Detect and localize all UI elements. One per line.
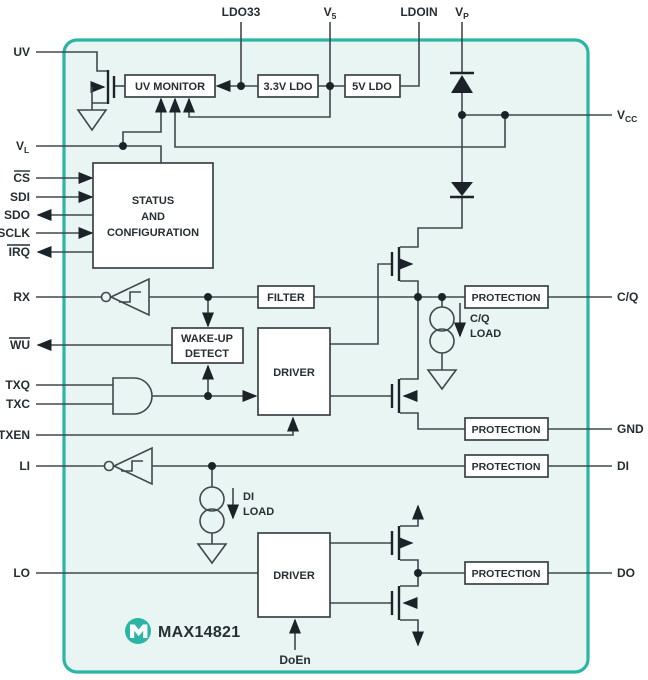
pin-uv: UV — [13, 45, 30, 59]
cq-lowside-mosfet-icon — [390, 297, 465, 430]
pin-doen: DoEn — [279, 653, 310, 667]
cq-load-label-line2: LOAD — [470, 328, 501, 340]
cq-load-current-source-icon — [426, 297, 467, 391]
cq-driver-label: DRIVER — [273, 367, 315, 379]
status-label-line1: STATUS — [132, 195, 174, 207]
branding: MAX14821 — [125, 618, 240, 644]
pin-lo: LO — [13, 566, 30, 580]
protection-cq-block: PROTECTION — [464, 285, 549, 309]
protection-gnd-label: PROTECTION — [472, 424, 541, 436]
pin-rx: RX — [13, 290, 30, 304]
protection-do-label: PROTECTION — [472, 568, 541, 580]
maxim-logo-m-glyph — [130, 624, 148, 638]
pin-irq: IRQ — [9, 245, 30, 259]
protection-gnd-block: PROTECTION — [464, 417, 549, 441]
status-label-line2: AND — [141, 211, 165, 223]
ground-icon-uv — [76, 109, 108, 132]
pin-do: DO — [617, 566, 635, 580]
ldo-5v-block: 5V LDO — [344, 74, 401, 98]
pin-txc: TXC — [6, 397, 30, 411]
and-gate-icon — [112, 377, 153, 415]
left-pin-labels: UV VL CS SDI SDO SCLK IRQ RX WU TXQ TXC … — [0, 45, 30, 580]
junction-dots — [119, 82, 509, 577]
pin-vp: VP — [455, 5, 469, 21]
pin-wu: WU — [10, 338, 30, 352]
di-load-current-source-icon — [196, 466, 240, 565]
filter-block: FILTER — [257, 285, 315, 309]
do-driver-block: DRIVER — [257, 532, 331, 618]
pin-vcc: VCC — [617, 108, 637, 124]
do-driver-label: DRIVER — [273, 570, 315, 582]
di-load-label-line1: DI — [243, 491, 254, 503]
ldo-3v3-block: 3.3V LDO — [257, 74, 319, 98]
protection-do-block: PROTECTION — [464, 561, 549, 585]
pin-sdo: SDO — [4, 208, 30, 222]
pin-cs: CS — [13, 171, 30, 185]
wakeup-detect-block: WAKE-UP DETECT — [171, 327, 244, 364]
pin-vl: VL — [16, 139, 29, 155]
diode-icon-vp-bottom — [450, 182, 474, 199]
top-pin-labels: LDO33 V5 LDOIN VP — [222, 5, 470, 21]
pin-txq: TXQ — [5, 378, 30, 392]
pin-sdi: SDI — [10, 190, 30, 204]
diode-icon-vp-top — [450, 71, 474, 93]
pin-txen: TXEN — [0, 428, 30, 442]
rx-schmitt-inverter-icon — [100, 277, 150, 317]
protection-di-label: PROTECTION — [472, 461, 541, 473]
pin-gnd: GND — [617, 422, 644, 436]
status-label-line3: CONFIGURATION — [107, 227, 199, 239]
pin-ldoin: LDOIN — [400, 5, 437, 19]
cq-load-annotation: C/Q LOAD — [470, 313, 501, 340]
pin-v5: V5 — [324, 5, 337, 21]
ldo-3v3-label: 3.3V LDO — [264, 81, 313, 93]
protection-di-block: PROTECTION — [464, 454, 549, 478]
di-load-annotation: DI LOAD — [243, 491, 274, 518]
ldo-5v-label: 5V LDO — [352, 81, 392, 93]
right-pin-labels: VCC C/Q GND DI DO — [617, 108, 644, 580]
pin-cq: C/Q — [617, 290, 638, 304]
pin-ldo33: LDO33 — [222, 5, 261, 19]
part-number: MAX14821 — [158, 624, 240, 641]
pin-di: DI — [617, 459, 629, 473]
uv-pulldown-mosfet-icon — [90, 70, 125, 110]
pin-sclk: SCLK — [0, 226, 30, 240]
cq-highside-mosfet-icon — [390, 247, 419, 297]
uv-monitor-block: UV MONITOR — [124, 74, 216, 98]
li-schmitt-inverter-icon — [103, 446, 153, 486]
status-configuration-block: STATUS AND CONFIGURATION — [92, 162, 214, 269]
do-highside-mosfet-icon — [390, 504, 425, 573]
cq-driver-block: DRIVER — [257, 327, 331, 416]
di-load-label-line2: LOAD — [243, 506, 274, 518]
wakeup-label-line1: WAKE-UP — [181, 333, 233, 345]
filter-label: FILTER — [267, 292, 305, 304]
cq-load-label-line1: C/Q — [470, 313, 490, 325]
pin-li: LI — [19, 459, 30, 473]
protection-cq-label: PROTECTION — [472, 292, 541, 304]
do-lowside-mosfet-icon — [390, 573, 425, 647]
uv-monitor-label: UV MONITOR — [135, 81, 205, 93]
wakeup-label-line2: DETECT — [185, 348, 229, 360]
